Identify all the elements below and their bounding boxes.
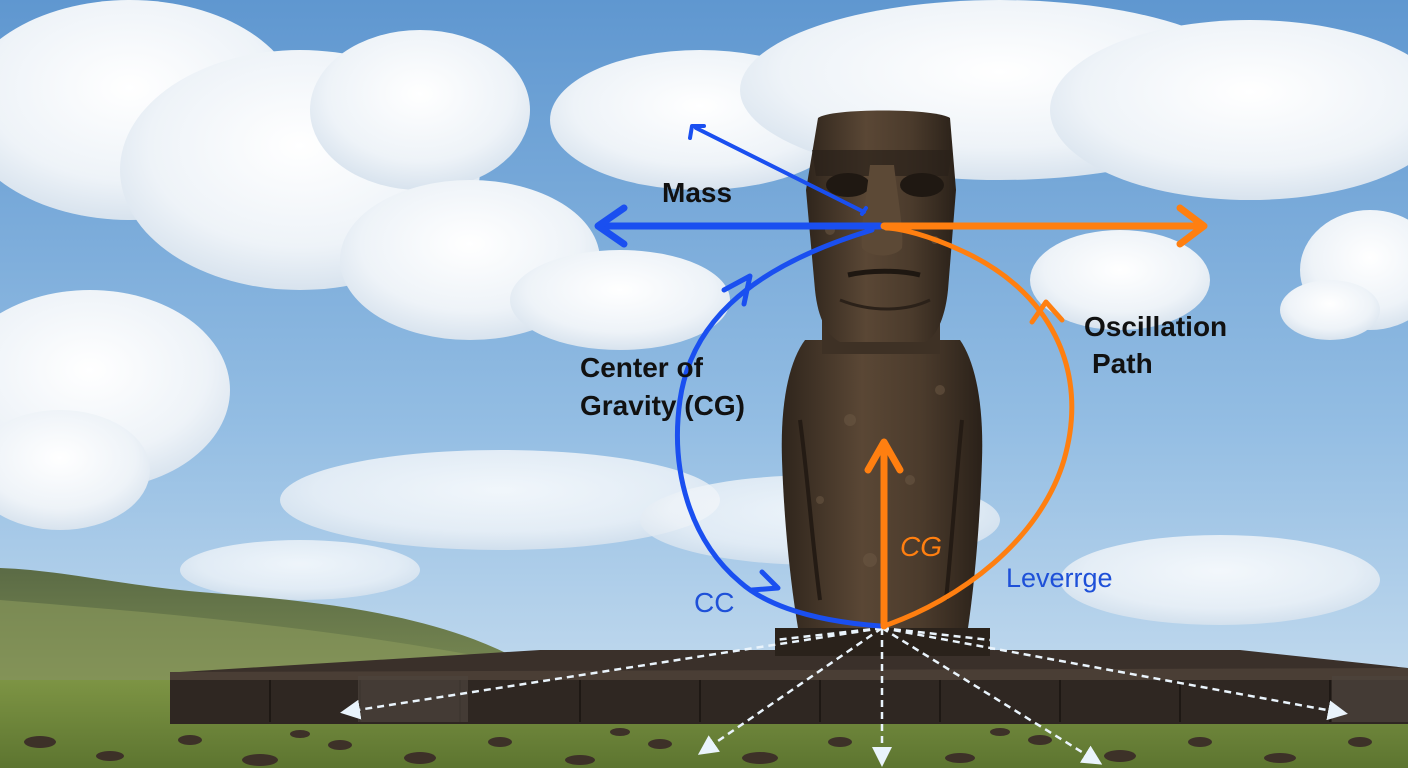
- clouds: [0, 0, 1408, 625]
- blue-arrowheads: [594, 124, 868, 593]
- leverage-label: Leverrge: [1006, 563, 1113, 593]
- cc-label: CC: [694, 587, 734, 618]
- oscillation-arc: [881, 225, 1075, 629]
- up-arrow-icon: [864, 438, 904, 474]
- cg-arc: [675, 227, 883, 629]
- mass-diagonal-arrow: [694, 126, 866, 214]
- oscillation-path-label-line1: Oscillation: [1084, 311, 1227, 342]
- blue-arrows: [602, 126, 884, 629]
- labels: Mass Center of Gravity (CG) Oscillation …: [580, 177, 1227, 618]
- orange-arrows: [880, 222, 1200, 630]
- center-of-gravity-label-line1: Center of: [580, 352, 704, 383]
- center-of-gravity-label-line2: Gravity (CG): [580, 390, 745, 421]
- cg-label: CG: [900, 531, 942, 562]
- right-arrow-icon: [1176, 204, 1208, 248]
- orange-arrowheads: [864, 204, 1208, 474]
- dashed-support-lines: [340, 626, 1348, 767]
- ground-rocks: [24, 728, 1372, 766]
- left-arrow-icon: [594, 204, 628, 248]
- oscillation-path-label-line2: Path: [1092, 348, 1153, 379]
- mass-label: Mass: [662, 177, 732, 208]
